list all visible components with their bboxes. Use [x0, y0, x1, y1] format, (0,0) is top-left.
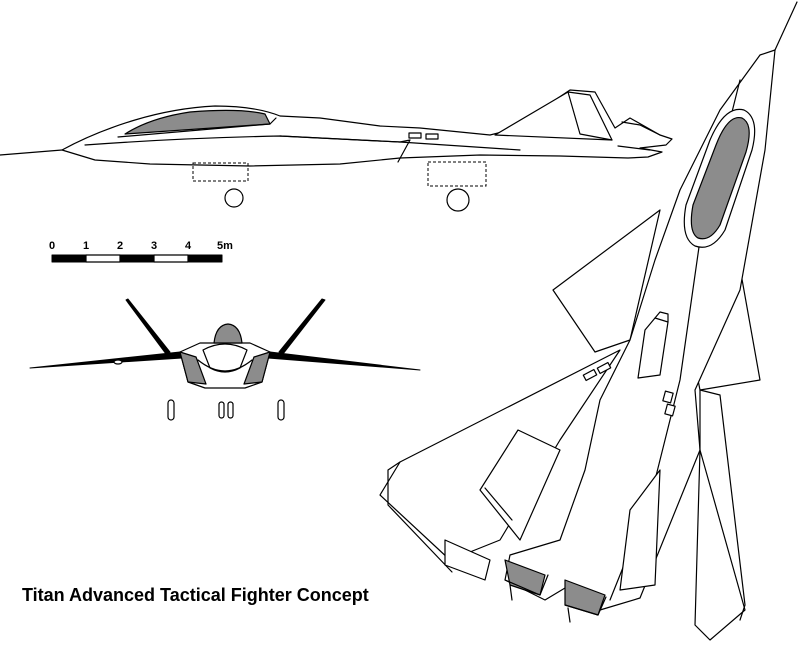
- side-view-vent-1: [408, 132, 422, 139]
- plan-view-nozzle-right-box: [564, 596, 607, 623]
- plan-view: [379, 1, 798, 641]
- front-view-left-intake: [179, 351, 207, 385]
- plan-view-right-edge: [699, 389, 746, 621]
- front-view-right-wing: [267, 351, 421, 371]
- side-view-canopy: [124, 109, 271, 135]
- scale-label-2: 2: [117, 240, 123, 252]
- plan-view-dorsal-cap: [654, 311, 669, 323]
- side-view-fuselage: [61, 89, 673, 167]
- side-view-pitot: [0, 149, 63, 156]
- plan-view-vent-4: [664, 403, 676, 417]
- scale-segment-5: [187, 254, 223, 263]
- side-view-main-wheel: [446, 188, 470, 212]
- scale-label-4: 4: [185, 240, 192, 252]
- side-view-vent-2: [425, 133, 439, 140]
- plan-view-left-tail: [479, 429, 561, 541]
- plan-view-right-tail: [619, 469, 661, 591]
- side-view-main-gear-bay: [427, 161, 487, 187]
- plan-view-right-body: [694, 390, 746, 641]
- side-view-tail: [494, 91, 613, 141]
- scale-segment-4: [153, 254, 189, 263]
- side-view-nozzle: [617, 121, 661, 151]
- front-view-nose-gear-1: [218, 401, 225, 419]
- plan-view-nozzle-left-box: [504, 574, 549, 601]
- plan-view-vent-2: [596, 361, 612, 375]
- plan-view-left-wing-edge: [387, 461, 453, 573]
- front-view-right-intake: [243, 351, 271, 385]
- front-view-missile: [113, 359, 123, 365]
- scale-label-3: 3: [151, 240, 157, 252]
- front-view-right-gear: [277, 399, 285, 421]
- scale-segment-1: [51, 254, 87, 263]
- plan-view-vent-1: [582, 368, 598, 382]
- scale-label-5m: 5m: [217, 240, 233, 252]
- front-view-left-gear: [167, 399, 175, 421]
- front-view-chin: [197, 359, 253, 372]
- scale-bar: 0 1 2 3 4 5m: [49, 240, 233, 263]
- front-view-right-fin: [278, 298, 326, 355]
- scale-label-1: 1: [83, 240, 89, 252]
- plan-view-wing-tip-block: [444, 539, 491, 581]
- front-view-left-fin: [125, 298, 171, 355]
- front-view-left-wing: [29, 351, 183, 369]
- front-view-nose-gear-2: [227, 401, 234, 419]
- scale-segment-3: [119, 254, 155, 263]
- plan-view-left-canard-strake: [552, 209, 661, 353]
- front-view-canopy: [213, 323, 243, 344]
- side-view-tail-edge: [567, 91, 613, 141]
- scale-segment-2: [85, 254, 121, 263]
- scale-label-0: 0: [49, 240, 55, 252]
- plan-view-dorsal-hump: [637, 317, 669, 379]
- side-view-front-wheel: [224, 188, 244, 208]
- side-view: [0, 89, 673, 212]
- page-title: Titan Advanced Tactical Fighter Concept: [22, 585, 369, 605]
- side-view-canopy-frame: [117, 117, 277, 138]
- plan-view-canopy: [690, 116, 750, 240]
- front-view: [29, 298, 421, 421]
- plan-view-probe: [774, 1, 798, 51]
- side-view-intake-line: [279, 135, 411, 163]
- side-view-front-gear-bay: [192, 162, 249, 182]
- plan-view-left-tail-inner: [484, 487, 513, 521]
- plan-view-vent-3: [662, 390, 674, 404]
